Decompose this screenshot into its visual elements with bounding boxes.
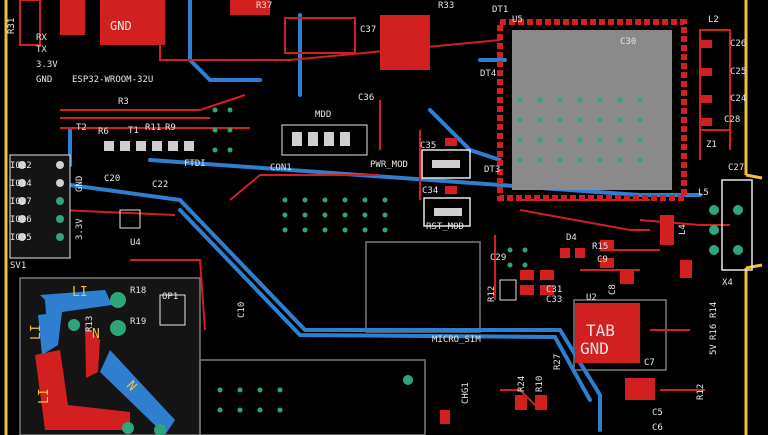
label-c6: C6 (652, 423, 663, 433)
label-micro-sim: MICRO_SIM (432, 335, 481, 345)
label-gnd-header: GND (75, 176, 85, 192)
label-r18: R18 (130, 286, 146, 296)
label-con1: CON1 (270, 163, 292, 173)
header-sv1 (9, 154, 71, 259)
label-dt3: DT3 (484, 165, 500, 175)
via-field (212, 97, 643, 413)
label-r24: R24 (517, 376, 527, 392)
label-r16: R16 (709, 324, 719, 340)
label-r19: R19 (130, 317, 146, 327)
keepout-outlines (199, 241, 667, 435)
label-io26: IO26 (10, 215, 32, 225)
connector-con1 (281, 124, 368, 156)
label-li-b: LI (29, 324, 44, 340)
label-r6: R6 (98, 127, 109, 137)
label-u4: U4 (130, 238, 141, 248)
label-tx: TX (36, 45, 47, 55)
label-io14: IO14 (10, 179, 32, 189)
label-t1: T1 (128, 126, 139, 136)
copper-pours (19, 0, 731, 363)
label-r12-right: R12 (696, 384, 706, 400)
label-mdd: MDD (315, 110, 331, 120)
label-r37: R37 (256, 1, 272, 11)
label-c33: C33 (546, 295, 562, 305)
label-z1: Z1 (706, 140, 717, 150)
label-io12: IO12 (10, 161, 32, 171)
label-r11: R11 (145, 123, 161, 133)
cellular-module-u5 (497, 19, 687, 201)
label-c31: C31 (546, 285, 562, 295)
label-dt4: DT4 (480, 69, 496, 79)
label-5v: 5V (709, 344, 719, 355)
label-r13: R13 (85, 316, 95, 332)
label-c27: C27 (728, 163, 744, 173)
label-d4: D4 (566, 233, 577, 243)
label-c10: C10 (237, 302, 247, 318)
label-tab: TAB (586, 321, 615, 340)
label-c37: C37 (360, 25, 376, 35)
label-r12-mid: R12 (487, 286, 497, 302)
label-c30: C30 (620, 37, 636, 47)
label-c35: C35 (420, 141, 436, 151)
ac-pads (68, 292, 413, 435)
label-r9: R9 (165, 123, 176, 133)
label-c26: C26 (730, 39, 746, 49)
label-r33: R33 (438, 1, 454, 11)
label-dt1: DT1 (492, 5, 508, 15)
label-r3: R3 (118, 97, 129, 107)
label-3v3: 3.3V (36, 60, 58, 70)
smd-pads (119, 40, 712, 424)
label-c29: C29 (490, 253, 506, 263)
label-gnd-tab: GND (580, 339, 609, 358)
label-c24: C24 (730, 94, 746, 104)
label-r14: R14 (709, 302, 719, 318)
label-op1: OP1 (162, 292, 178, 302)
label-l4: L4 (678, 224, 688, 235)
label-l5: L5 (698, 188, 709, 198)
label-r10: R10 (535, 376, 545, 392)
label-t2: T2 (76, 123, 87, 133)
label-pwr-mod: PWR_MOD (370, 160, 408, 170)
label-x4: X4 (722, 278, 733, 288)
label-r31: R31 (7, 18, 17, 34)
ac-isolation-zone (19, 277, 201, 435)
label-n-a: N (92, 327, 100, 342)
label-u5: U5 (512, 15, 523, 25)
label-c36: C36 (358, 93, 374, 103)
label-c20: C20 (104, 174, 120, 184)
label-rx: RX (36, 33, 47, 43)
label-l2: L2 (708, 15, 719, 25)
label-sv1: SV1 (10, 261, 26, 271)
label-c7: C7 (644, 358, 655, 368)
label-esp32: ESP32-WROOM-32U (72, 75, 153, 85)
label-gnd-top: GND (110, 19, 132, 33)
label-gnd-left: GND (36, 75, 52, 85)
label-li-c: LI (37, 388, 52, 404)
label-ftdi: FTDI (184, 159, 206, 169)
board-outline (4, 0, 763, 435)
silkscreen-labels: R31 R37 R33 DT1 U5 C30 L2 C26 C25 C24 C2… (7, 1, 746, 433)
label-c5: C5 (652, 408, 663, 418)
label-3v3-header: 3.3V (75, 218, 85, 240)
label-c28: C28 (724, 115, 740, 125)
label-r27: R27 (553, 354, 563, 370)
esp32-module-pads (104, 141, 194, 151)
label-r15: R15 (592, 242, 608, 252)
label-li-a: LI (72, 285, 88, 300)
usb-connector-x4 (709, 179, 753, 271)
label-chg1: CHG1 (461, 382, 471, 404)
label-c8: C8 (608, 284, 618, 295)
label-c25: C25 (730, 67, 746, 77)
label-c9: C9 (597, 255, 608, 265)
label-c34: C34 (422, 186, 438, 196)
label-io27: IO27 (10, 197, 32, 207)
label-c22: C22 (152, 180, 168, 190)
label-io35: IO35 (10, 233, 32, 243)
rst-mod-button (423, 197, 471, 227)
label-rst-mod: RST_MOD (426, 222, 464, 232)
pwr-mod-button (421, 149, 471, 179)
label-u2: U2 (586, 293, 597, 303)
